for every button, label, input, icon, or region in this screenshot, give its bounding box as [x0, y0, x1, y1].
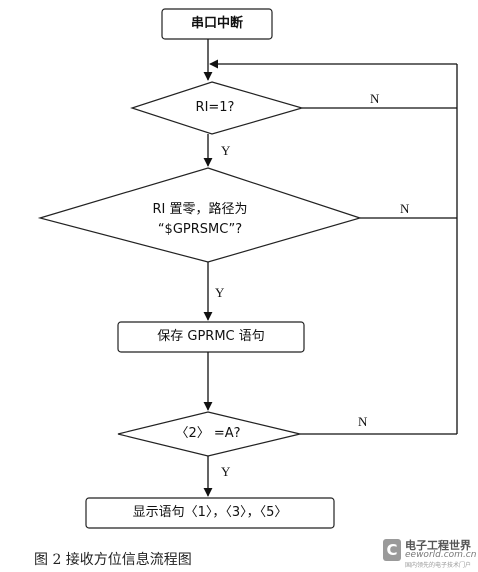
ri-yes-label: Y — [221, 143, 231, 158]
start-box — [161, 8, 273, 40]
a-check-label: 〈2〉 =A? — [175, 426, 241, 441]
logo-title: 电子工程世界 — [405, 539, 471, 552]
logo-url: eeworld.com.cn — [405, 550, 477, 560]
logo-subtitle: 国内领先的电子技术门户 — [405, 562, 472, 569]
watermark-logo: C 电子工程世界 eeworld.com.cn 国内领先的电子技术门户 — [383, 537, 477, 569]
a-no-label: N — [358, 414, 368, 429]
path-check-label-2: “$GPRSMC”? — [157, 222, 243, 237]
logo-mark: C — [383, 539, 401, 561]
display-label: 显示语句〈1〉，〈3〉，〈5〉 — [132, 505, 288, 520]
path-no-label: N — [400, 201, 410, 216]
ri-check-label: RI=1? — [195, 100, 235, 115]
figure-caption: 图 2 接收方位信息流程图 — [34, 552, 192, 568]
display-box — [85, 497, 335, 529]
save-box — [117, 321, 305, 353]
ri-no-label: N — [370, 91, 380, 106]
a-yes-label: Y — [221, 464, 231, 479]
path-check-label-1: RI 置零，路径为 — [152, 202, 248, 217]
decision-ri — [130, 81, 305, 135]
save-label: 保存 GPRMC 语句 — [157, 329, 265, 344]
path-yes-label: Y — [215, 285, 225, 300]
start-label: 串口中断 — [190, 16, 243, 31]
